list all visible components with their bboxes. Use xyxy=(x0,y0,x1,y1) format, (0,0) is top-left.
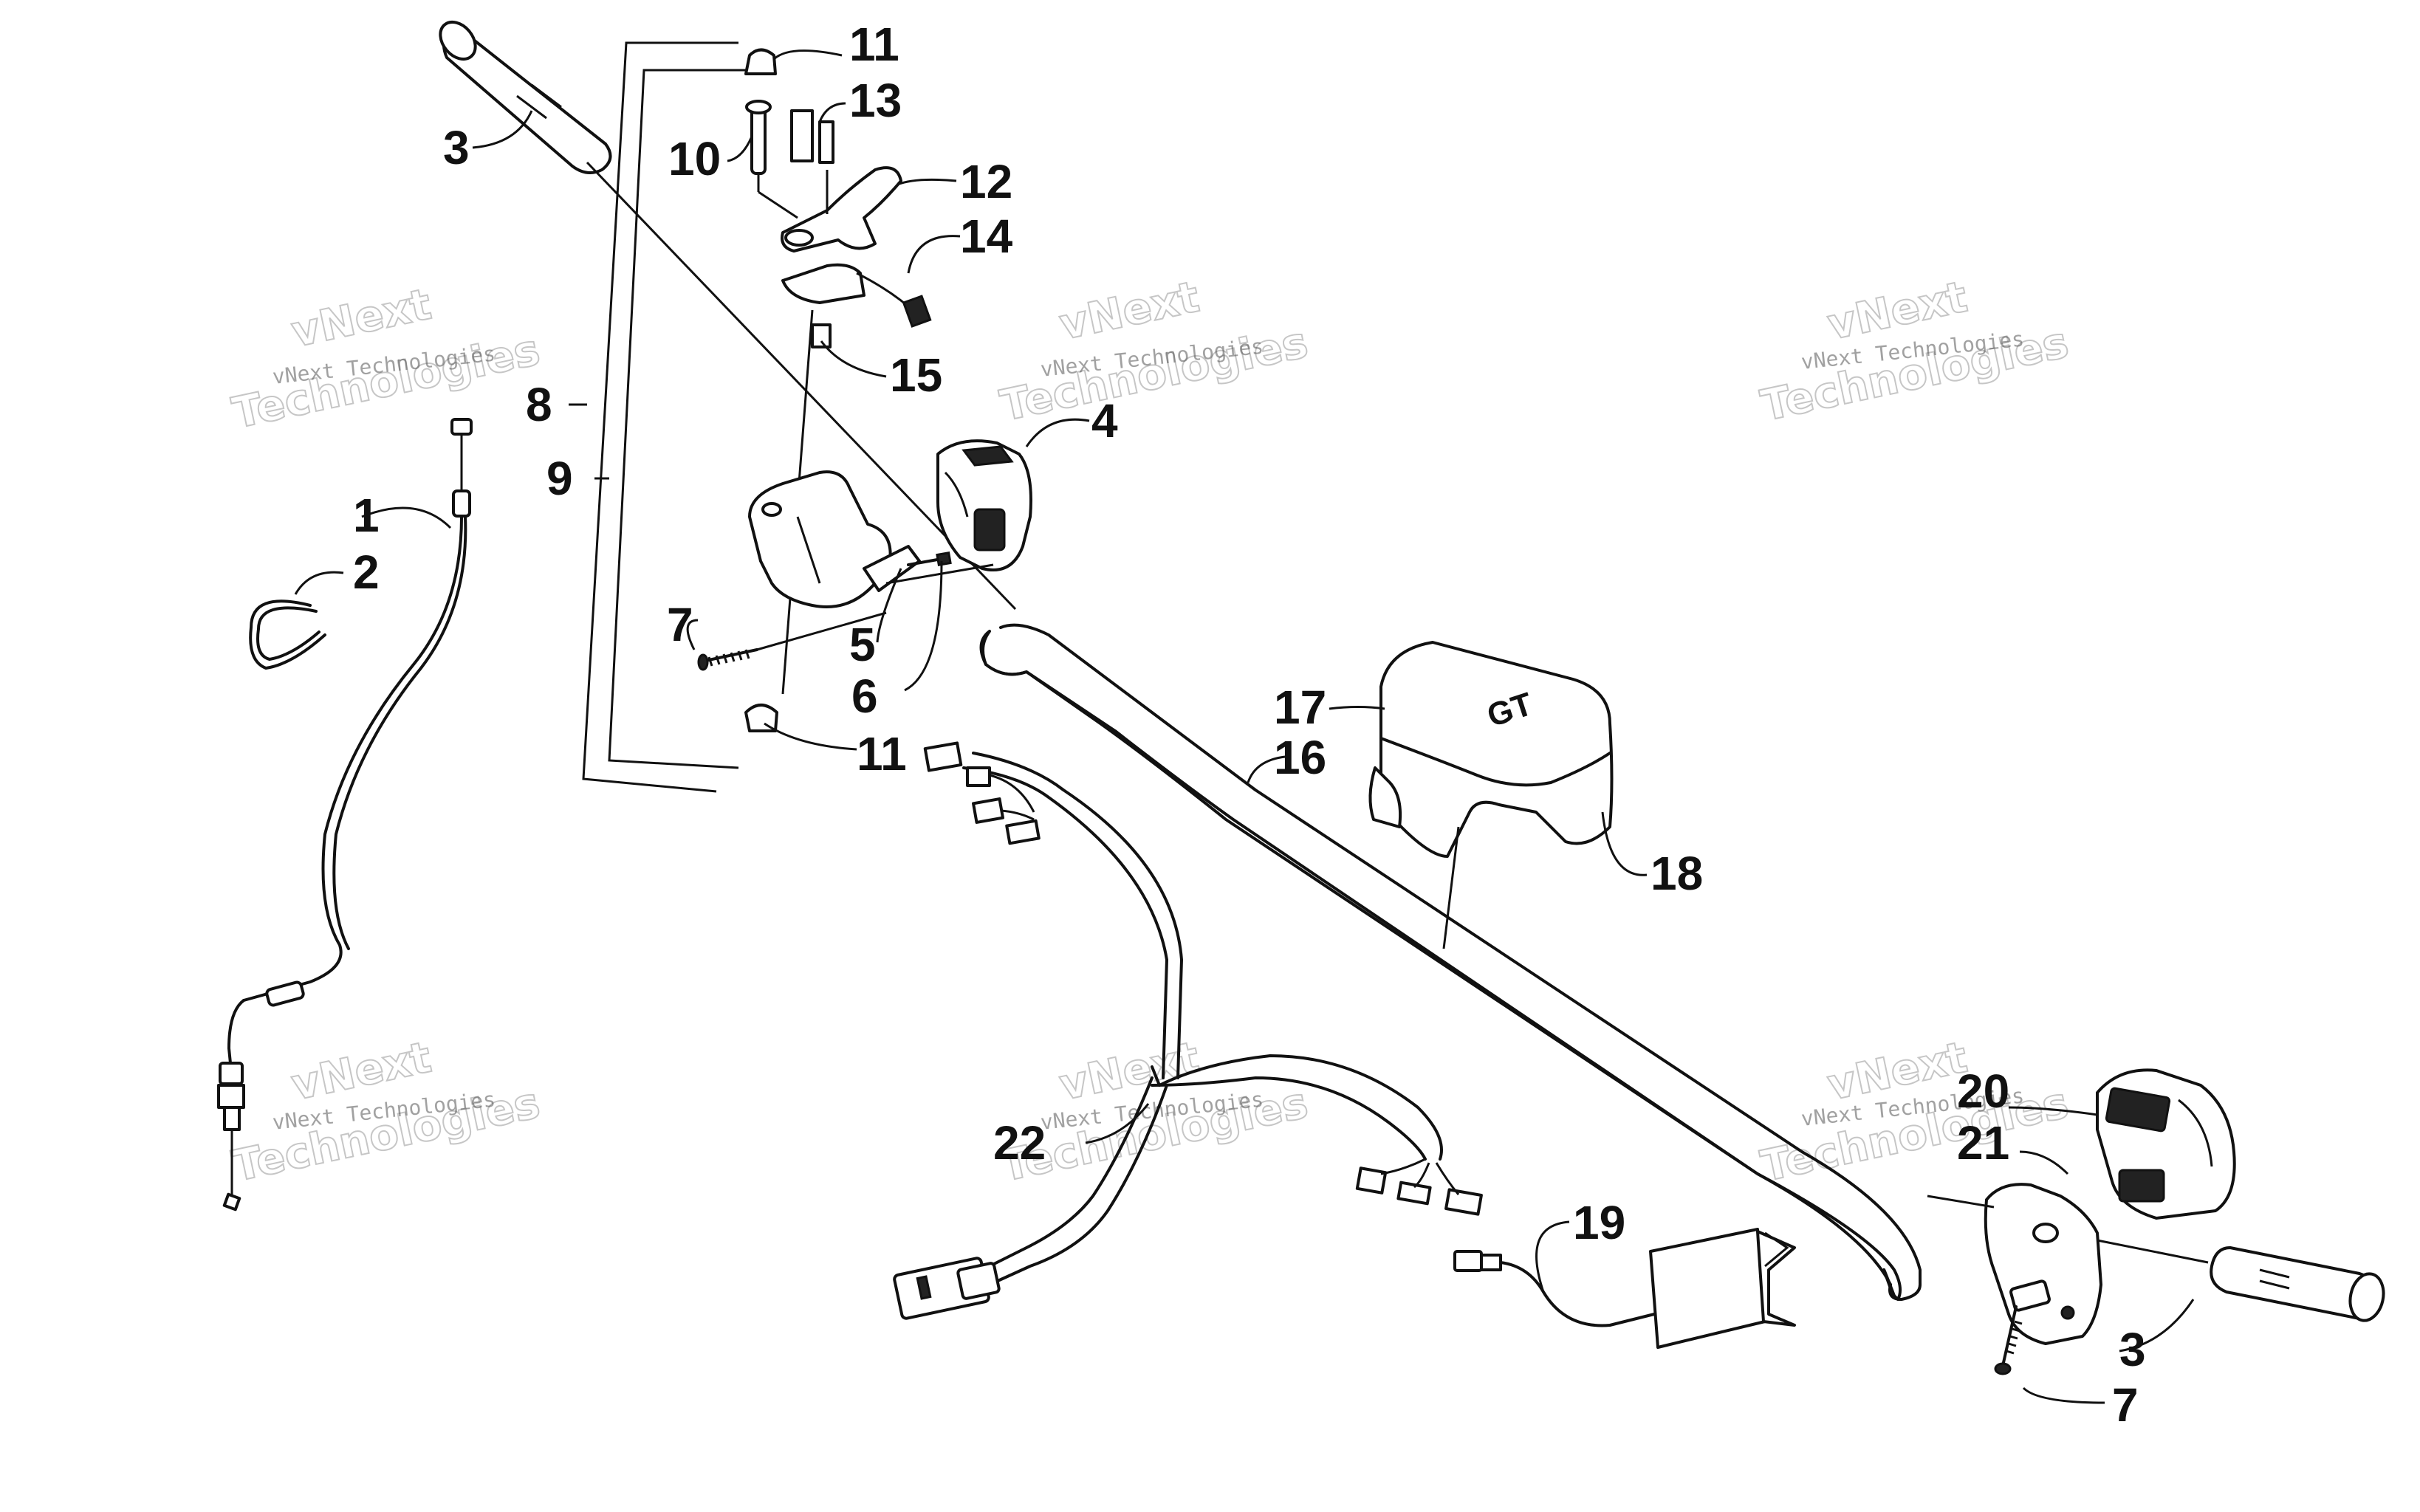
callout-7-left: 7 xyxy=(667,598,693,651)
switch-housing-4 xyxy=(936,439,1032,571)
callout-9: 9 xyxy=(546,452,573,505)
callout-20: 20 xyxy=(1957,1065,2009,1118)
watermark-top-left: vNext Technologies vNext Technologies xyxy=(227,278,545,439)
callout-6: 6 xyxy=(851,670,878,723)
watermark-bottom-right: vNext Technologies vNext Technologies xyxy=(1756,1031,2074,1192)
callout-17: 17 xyxy=(1274,681,1326,734)
callout-14: 14 xyxy=(960,210,1013,263)
callout-5: 5 xyxy=(849,618,876,671)
handlebar-pad: GT xyxy=(1368,641,1614,858)
wiring-harness xyxy=(893,741,1483,1320)
left-grip xyxy=(439,20,612,174)
callout-11-bottom: 11 xyxy=(857,727,907,780)
svg-text:vNext: vNext xyxy=(287,279,436,357)
callout-13: 13 xyxy=(849,74,902,127)
heater-element xyxy=(1453,1228,1796,1349)
callout-1: 1 xyxy=(353,489,380,542)
part-10-pin xyxy=(745,100,772,175)
callout-21: 21 xyxy=(1957,1116,2009,1169)
watermark-bottom-left: vNext Technologies vNext Technologies xyxy=(227,1031,545,1192)
callout-2: 2 xyxy=(353,546,380,599)
part-12-lever xyxy=(781,166,902,252)
part-13-clip xyxy=(790,109,834,164)
callout-22: 22 xyxy=(993,1116,1046,1169)
callout-11-top: 11 xyxy=(849,18,899,71)
switch-housing-21 xyxy=(1984,1183,2102,1345)
callout-3-top: 3 xyxy=(443,121,470,174)
part-14-switch xyxy=(781,263,932,328)
svg-text:vNext: vNext xyxy=(1055,272,1204,350)
callout-19: 19 xyxy=(1573,1196,1625,1249)
screw-7-right xyxy=(1994,1305,2023,1375)
callout-labels: 3 11 13 10 12 14 15 4 8 9 1 2 7 5 6 11 1… xyxy=(353,18,2146,1432)
callout-16: 16 xyxy=(1274,731,1326,784)
callout-10: 10 xyxy=(668,132,721,185)
bracket-9 xyxy=(608,69,746,769)
switch-housing-20 xyxy=(2096,1068,2236,1220)
callout-15: 15 xyxy=(890,348,942,402)
bracket-8 xyxy=(582,41,738,793)
callout-8: 8 xyxy=(526,378,552,431)
right-grip xyxy=(2210,1246,2385,1322)
leader-lines xyxy=(294,49,2195,1404)
part-11-top xyxy=(744,48,777,75)
watermark-top-right: vNext Technologies vNext Technologies xyxy=(1756,271,2074,432)
watermark-top-center: vNext Technologies vNext Technologies xyxy=(995,271,1313,432)
part-15-clip xyxy=(811,323,832,348)
part-11-bottom xyxy=(744,704,778,732)
throttle-housing xyxy=(748,470,921,608)
callout-3-bottom: 3 xyxy=(2119,1323,2146,1376)
callout-18: 18 xyxy=(1651,847,1703,900)
callout-4: 4 xyxy=(1091,394,1118,447)
handlebar xyxy=(979,623,1922,1301)
screw-6 xyxy=(907,551,952,567)
cable-band xyxy=(249,599,326,670)
screw-7-left xyxy=(697,648,758,671)
throttle-cable xyxy=(217,418,473,1212)
callout-7-right: 7 xyxy=(2112,1378,2139,1432)
callout-12: 12 xyxy=(960,155,1012,208)
